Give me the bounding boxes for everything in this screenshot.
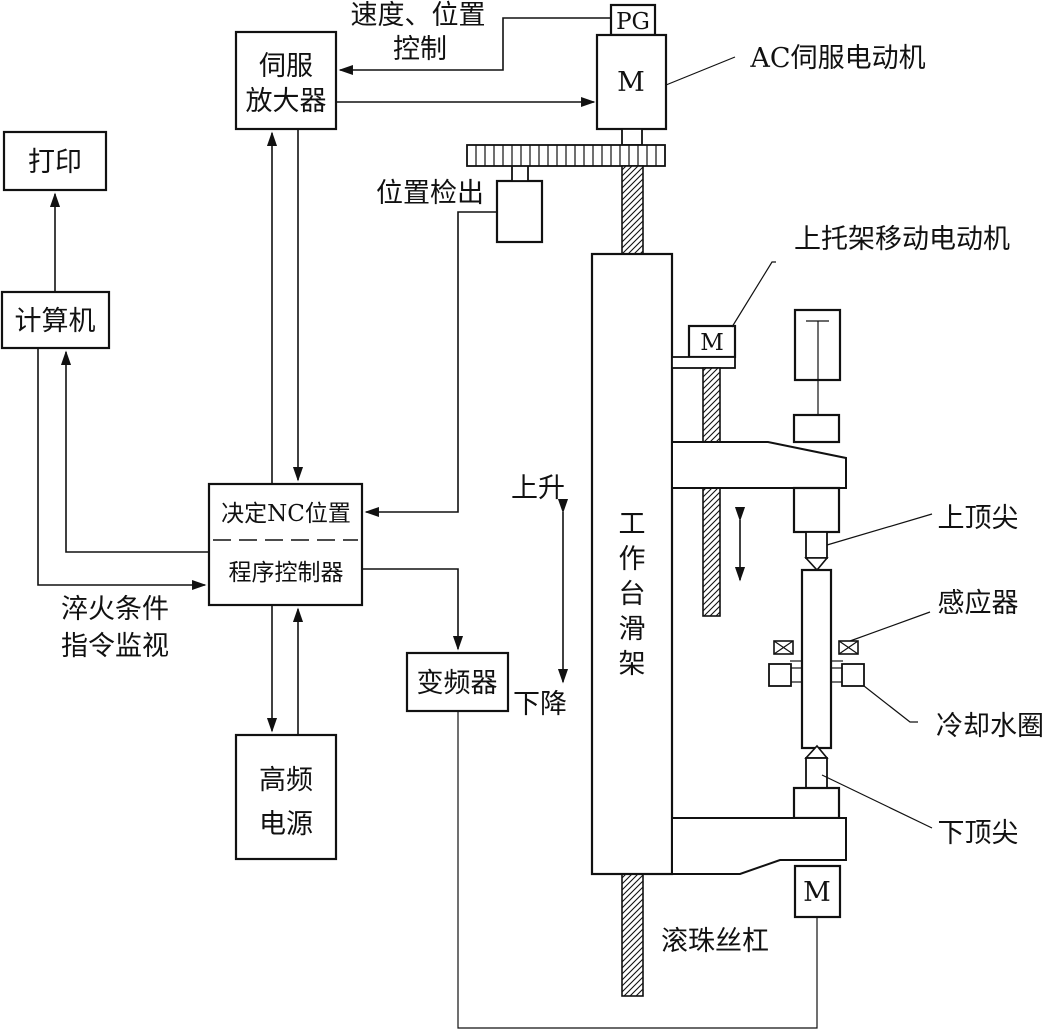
inverter-block: 变频器 — [405, 651, 510, 713]
lower-center-block — [792, 786, 841, 820]
servo-motor-m-label: M — [617, 67, 645, 98]
slide-char-3: 台 — [619, 579, 646, 610]
inverter-to-motor-line — [457, 711, 818, 1029]
detector-to-controller-arrow — [364, 211, 497, 518]
servo-amp-label-1: 伺服 — [259, 51, 313, 82]
upper-center-housing — [792, 413, 841, 444]
hf-power-label-2: 电源 — [259, 809, 313, 840]
ball-screw-lower — [621, 873, 644, 997]
pg-feedback-arrow — [338, 17, 610, 76]
servo-amp-label-2: 放大器 — [246, 86, 327, 117]
controller-to-inverter-arrow — [362, 568, 464, 651]
upper-center-tip — [805, 531, 828, 559]
nc-controller-block: 决定NC位置 程序控制器 — [207, 482, 364, 607]
print-block: 打印 — [2, 130, 108, 192]
inductor-coils — [773, 640, 859, 655]
worktable-slide: 工 作 台 滑 架 — [590, 252, 674, 876]
slide-char-2: 作 — [619, 544, 646, 575]
lower-arm — [671, 817, 847, 875]
command-monitor-label: 指令监视 — [61, 631, 169, 662]
servo-amplifier-block: 伺服 放大器 — [234, 30, 338, 131]
nc-position-label: 决定NC位置 — [221, 501, 351, 527]
upper-center-leader — [826, 513, 933, 546]
lower-motor: M — [793, 864, 842, 919]
lower-center-leader — [821, 774, 933, 829]
ac-motor-leader — [665, 56, 736, 86]
cooling-rings — [768, 663, 865, 687]
workpiece-shaft — [800, 568, 833, 750]
slide-char-1: 工 — [619, 509, 646, 540]
up-label: 上升 — [511, 473, 565, 504]
speed-position-label-2: 控制 — [393, 34, 447, 65]
upper-center-block — [792, 486, 841, 534]
program-controller-label: 程序控制器 — [229, 560, 344, 586]
quench-condition-label: 淬火条件 — [61, 594, 169, 625]
upper-carriage-motor-label: 上托架移动电动机 — [794, 224, 1010, 255]
computer-to-controller-arrow — [37, 348, 207, 591]
ac-servo-motor-label: AC伺服电动机 — [749, 43, 925, 74]
carriage-motor-leader — [731, 261, 776, 328]
hf-power-block: 高频 电源 — [234, 733, 338, 861]
ball-screw-upper — [621, 165, 644, 255]
lower-motor-m-label: M — [803, 877, 831, 908]
upper-center-label: 上顶尖 — [938, 503, 1019, 534]
carriage-screw-upper — [702, 367, 721, 443]
carriage-motor-m-label: M — [700, 330, 724, 356]
controller-to-computer-arrow — [60, 350, 209, 553]
pg-label: PG — [616, 9, 650, 35]
computer-label: 计算机 — [15, 306, 96, 337]
gear-rack — [466, 144, 666, 167]
hf-power-label-1: 高频 — [259, 765, 313, 796]
upper-arm — [671, 441, 847, 489]
inverter-label: 变频器 — [417, 668, 498, 699]
ac-servo-motor: M — [595, 33, 668, 146]
speed-position-label-1: 速度、位置 — [351, 0, 486, 31]
inductor-label: 感应器 — [938, 588, 1019, 619]
cooling-ring-label: 冷却水圈 — [936, 711, 1044, 742]
carriage-screw-lower — [702, 487, 721, 617]
slide-char-5: 架 — [619, 649, 646, 680]
position-detector — [495, 164, 544, 244]
position-detect-label: 位置检出 — [376, 178, 484, 209]
cooling-ring-leader — [863, 685, 918, 723]
lower-center-label: 下顶尖 — [938, 818, 1019, 849]
print-label: 打印 — [28, 147, 82, 178]
slide-char-4: 滑 — [619, 614, 646, 645]
down-label: 下降 — [513, 689, 567, 720]
upper-carriage-motor: M — [671, 324, 737, 369]
lower-center-tip — [805, 757, 828, 789]
computer-block: 计算机 — [0, 290, 111, 350]
pg-encoder: PG — [609, 3, 657, 37]
ball-screw-label: 滚珠丝杠 — [661, 926, 769, 957]
inductor-leader — [849, 611, 931, 642]
